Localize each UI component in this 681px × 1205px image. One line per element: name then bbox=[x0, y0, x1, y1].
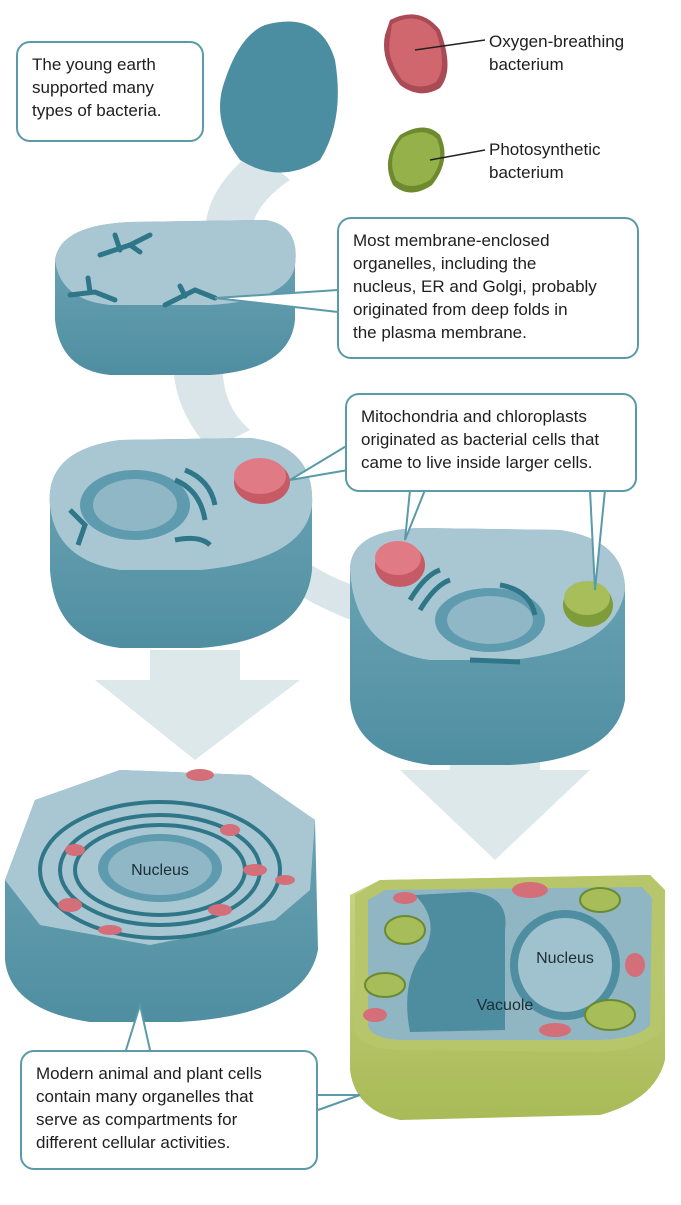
modern-animal-cell: Nucleus bbox=[5, 769, 318, 1022]
young-bacterium bbox=[220, 21, 338, 173]
callout-text: organelles, including the bbox=[353, 254, 537, 273]
callout-text: Mitochondria and chloroplasts bbox=[361, 407, 587, 426]
callout-text: types of bacteria. bbox=[32, 101, 162, 120]
callout-tails bbox=[125, 289, 606, 1111]
legend-text: Photosynthetic bbox=[489, 140, 601, 159]
animal-nucleus-label: Nucleus bbox=[131, 862, 189, 879]
legend-oxygen-label: Oxygen-breathing bacterium bbox=[489, 30, 624, 76]
callout-mitochondria: Mitochondria and chloroplasts originated… bbox=[345, 393, 637, 492]
callout-text: supported many bbox=[32, 78, 154, 97]
legend-text: bacterium bbox=[489, 163, 564, 182]
callout-membrane-folds: Most membrane-enclosed organelles, inclu… bbox=[337, 217, 639, 359]
modern-plant-cell: Vacuole Nucleus bbox=[350, 875, 665, 1120]
plant-nucleus-label: Nucleus bbox=[536, 950, 594, 967]
callout-text: Modern animal and plant cells bbox=[36, 1064, 262, 1083]
photosynthetic-bacterium-icon bbox=[387, 127, 445, 193]
callout-young-earth: The young earth supported many types of … bbox=[16, 41, 204, 142]
callout-text: the plasma membrane. bbox=[353, 323, 527, 342]
callout-text: The young earth bbox=[32, 55, 156, 74]
oxygen-leader-line bbox=[414, 39, 486, 51]
cell-with-chloroplast bbox=[350, 528, 625, 765]
photosynthetic-leader-line bbox=[429, 149, 486, 161]
callout-text: came to live inside larger cells. bbox=[361, 453, 593, 472]
legend-text: Oxygen-breathing bbox=[489, 32, 625, 51]
cell-membrane-folding bbox=[55, 220, 296, 375]
callout-text: different cellular activities. bbox=[36, 1133, 231, 1152]
callout-text: serve as compartments for bbox=[36, 1110, 238, 1129]
callout-text: contain many organelles that bbox=[36, 1087, 254, 1106]
callout-text: Most membrane-enclosed bbox=[353, 231, 550, 250]
callout-modern-cells: Modern animal and plant cells contain ma… bbox=[20, 1050, 318, 1170]
legend-photosynthetic-label: Photosynthetic bacterium bbox=[489, 138, 601, 184]
callout-text: originated as bacterial cells that bbox=[361, 430, 600, 449]
callout-text: nucleus, ER and Golgi, probably bbox=[353, 277, 597, 296]
plant-vacuole-label: Vacuole bbox=[477, 997, 534, 1014]
cell-with-mitochondrion bbox=[49, 438, 313, 648]
legend-text: bacterium bbox=[489, 55, 564, 74]
oxygen-bacterium-icon bbox=[384, 14, 448, 94]
callout-text: originated from deep folds in bbox=[353, 300, 568, 319]
